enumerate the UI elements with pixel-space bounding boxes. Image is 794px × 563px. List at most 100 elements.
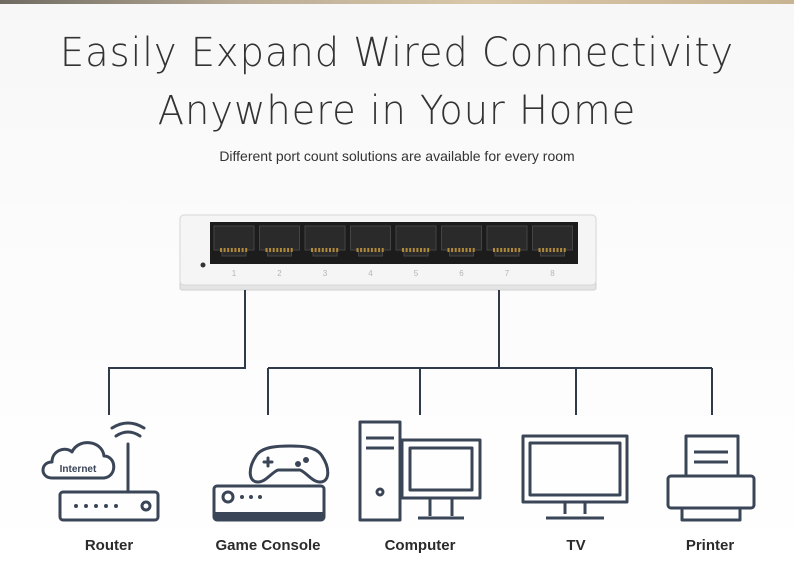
port-pin	[518, 248, 521, 252]
port-pin	[245, 248, 248, 252]
port-pin	[472, 248, 475, 252]
ethernet-port: 6	[441, 225, 482, 278]
port-pin	[465, 248, 468, 252]
port-pin	[311, 248, 313, 252]
port-pin	[220, 248, 222, 252]
device-label-tv: TV	[566, 537, 586, 554]
port-pin	[409, 248, 412, 252]
port-pin	[381, 248, 384, 252]
port-pin	[276, 248, 279, 252]
port-pin	[511, 248, 513, 252]
port-pin	[500, 248, 503, 252]
game-console-buttons	[214, 457, 324, 520]
port-pin	[545, 248, 548, 252]
port-pin	[556, 248, 559, 252]
port-number: 3	[323, 269, 328, 278]
port-pin	[241, 248, 244, 252]
port-pin	[290, 248, 293, 252]
port-pin	[552, 248, 555, 252]
port-pin	[363, 248, 366, 252]
port-pin	[454, 248, 457, 252]
port-pin	[542, 248, 545, 252]
ethernet-port: 1	[213, 225, 255, 278]
port-pin	[514, 248, 517, 252]
ethernet-port: 4	[350, 225, 391, 278]
connection-lines	[108, 290, 713, 415]
port-pin	[538, 248, 541, 252]
ethernet-port: 7	[486, 225, 528, 278]
port-pin	[405, 248, 408, 252]
ethernet-port: 2	[259, 225, 300, 278]
port-number: 5	[414, 269, 419, 278]
port-pin	[287, 248, 290, 252]
ethernet-port: 8	[532, 225, 573, 278]
port-pin	[283, 248, 286, 252]
port-pin	[223, 248, 226, 252]
port-pin	[447, 248, 450, 252]
port-pin	[265, 248, 268, 252]
power-led	[200, 262, 206, 268]
port-pin	[321, 248, 324, 252]
port-pin	[367, 248, 370, 252]
ethernet-port: 5	[395, 225, 437, 278]
port-pin	[269, 248, 272, 252]
port-pin	[458, 248, 461, 252]
port-pin	[451, 248, 454, 252]
ethernet-port: 3	[304, 225, 346, 278]
port-pin	[507, 248, 510, 252]
port-pin	[560, 248, 563, 252]
computer-icon	[358, 420, 482, 522]
port-number: 6	[459, 269, 464, 278]
port-pin	[469, 248, 472, 252]
port-pin	[423, 248, 426, 252]
game-console-icon	[212, 444, 330, 522]
router-cloud-label: Internet	[60, 464, 97, 475]
port-pin	[314, 248, 317, 252]
port-pin	[402, 248, 404, 252]
port-pin	[332, 248, 335, 252]
port-pin	[230, 248, 233, 252]
port-number: 1	[232, 269, 237, 278]
device-label-printer: Printer	[685, 537, 735, 554]
title-line-1: Easily Expand Wired Connectivity	[59, 30, 735, 76]
port-pin	[336, 248, 339, 252]
port-number: 4	[368, 269, 373, 278]
port-pin	[412, 248, 415, 252]
tv-icon	[521, 434, 629, 520]
router-dots	[74, 504, 118, 508]
port-pin	[279, 248, 282, 252]
port-pin	[238, 248, 240, 252]
port-pin	[234, 248, 237, 252]
subtitle: Different port count solutions are avail…	[219, 148, 575, 164]
title-line-2: Anywhere in Your Home	[157, 88, 637, 134]
port-pin	[272, 248, 275, 252]
port-pin	[549, 248, 552, 252]
port-pin	[227, 248, 230, 252]
port-number: 8	[550, 269, 555, 278]
port-pin	[318, 248, 321, 252]
port-pin	[325, 248, 328, 252]
port-pin	[427, 248, 430, 252]
network-switch: 1 2 3 4 5 6 7 8	[179, 214, 597, 291]
port-pin	[360, 248, 363, 252]
port-pin	[370, 248, 373, 252]
port-pin	[461, 248, 464, 252]
port-pin	[356, 248, 359, 252]
port-number: 2	[277, 269, 282, 278]
port-pin	[416, 248, 419, 252]
port-pin	[496, 248, 499, 252]
port-pin	[503, 248, 506, 252]
router-icon	[41, 421, 160, 522]
device-label-router: Router	[84, 537, 134, 554]
port-pin	[374, 248, 377, 252]
port-number: 7	[505, 269, 510, 278]
printer-icon	[666, 434, 756, 522]
port-pin	[378, 248, 381, 252]
port-pin	[420, 248, 422, 252]
port-pin	[493, 248, 495, 252]
port-pin	[563, 248, 566, 252]
device-label-game-console: Game Console	[215, 537, 321, 554]
port-pin	[329, 248, 331, 252]
device-label-computer: Computer	[384, 537, 456, 554]
